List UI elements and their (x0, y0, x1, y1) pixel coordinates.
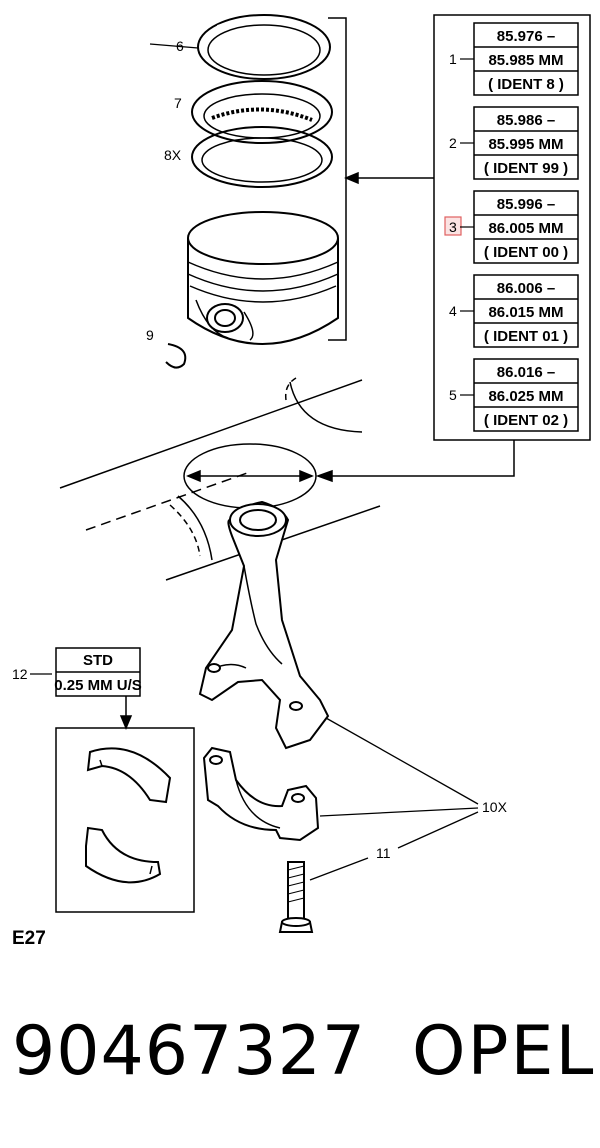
bore-size-line3: ( IDENT 8 ) (488, 76, 564, 93)
bore-size-index: 1 (449, 51, 457, 67)
piston-pin-clip-9[interactable] (165, 343, 187, 369)
bearing-shell-lower[interactable] (85, 826, 162, 884)
bearing-shell-upper[interactable] (86, 747, 172, 804)
piston-ring-8[interactable] (191, 126, 333, 188)
bore-size-index: 3 (449, 219, 457, 235)
bore-size-line3: ( IDENT 00 ) (484, 244, 568, 261)
bore-size-line2: 86.015 MM (488, 304, 563, 321)
bore-size-line1: 85.976 – (497, 28, 555, 45)
bore-size-table (433, 14, 591, 441)
bore-size-line1: 85.996 – (497, 196, 555, 213)
bore-size-row[interactable]: 85.996 – 86.005 MM ( IDENT 00 ) 3 (444, 190, 579, 264)
connecting-rod-cap[interactable] (202, 746, 320, 842)
bore-size-row[interactable]: 86.016 – 86.025 MM ( IDENT 02 ) 5 (449, 358, 579, 432)
bore-size-index: 4 (449, 303, 457, 319)
brand-name: OPEL (412, 1012, 596, 1091)
bore-arrow (315, 440, 515, 483)
callout-9: 9 (146, 327, 154, 343)
bore-size-line3: ( IDENT 02 ) (484, 412, 568, 429)
bore-size-line1: 85.986 – (497, 112, 555, 129)
connecting-rod[interactable] (198, 500, 330, 750)
callout-12: 12 (12, 666, 28, 682)
bore-size-row[interactable]: 85.986 – 85.995 MM ( IDENT 99 ) 2 (449, 106, 579, 180)
callout-11: 11 (376, 845, 391, 861)
bore-size-line3: ( IDENT 99 ) (484, 160, 568, 177)
piston-ring-6[interactable] (197, 14, 331, 80)
callout-8x: 8X (164, 147, 182, 163)
selected-index-highlight (444, 216, 462, 236)
bore-size-index: 5 (449, 387, 457, 403)
bore-size-line2: 86.005 MM (488, 220, 563, 237)
leader-lines (30, 43, 479, 881)
callout-6: 6 (176, 38, 184, 54)
bore-size-line2: 85.995 MM (488, 136, 563, 153)
bore-size-line1: 86.016 – (497, 364, 555, 381)
piston[interactable] (187, 211, 339, 345)
connecting-rod-bolt[interactable] (278, 861, 314, 933)
bore-size-line2: 85.985 MM (488, 52, 563, 69)
bore-size-row[interactable]: 86.006 – 86.015 MM ( IDENT 01 ) 4 (449, 274, 579, 348)
bore-size-line3: ( IDENT 01 ) (484, 328, 568, 345)
figure-code: E27 (12, 928, 46, 949)
bore-size-index: 2 (449, 135, 457, 151)
callout-10x: 10X (482, 799, 508, 815)
bore-size-line1: 86.006 – (497, 280, 555, 297)
piston-ring-7[interactable] (191, 80, 333, 144)
group-bracket (328, 17, 434, 341)
bore-size-rows: 85.976 –85.985 MM( IDENT 8 )185.986 –85.… (444, 22, 579, 432)
bearing-undersize-label: 0.25 MM U/S (54, 677, 142, 694)
part-number: 90467327 (12, 1012, 367, 1091)
bore-size-line2: 86.025 MM (488, 388, 563, 405)
callout-7: 7 (174, 95, 182, 111)
bearing-shells-panel (55, 647, 195, 913)
bearing-std-label: STD (83, 652, 113, 669)
bore-size-row[interactable]: 85.976 – 85.985 MM ( IDENT 8 ) 1 (449, 22, 579, 96)
